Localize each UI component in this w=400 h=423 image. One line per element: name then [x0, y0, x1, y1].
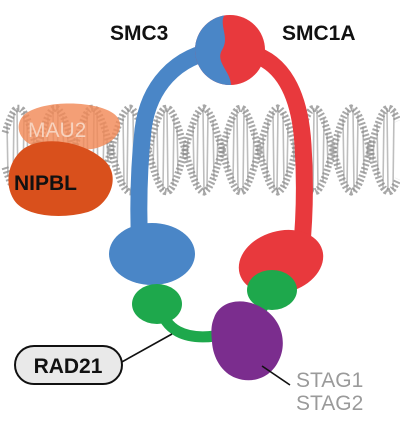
smc3-arm	[130, 41, 229, 264]
smc1a-label: SMC1A	[282, 22, 356, 45]
dna-base-pair	[392, 110, 395, 190]
dna-base-pair	[232, 116, 235, 184]
dna-base-pair	[6, 123, 9, 177]
dna-base-pair	[162, 109, 165, 191]
dna-base-pair	[266, 120, 269, 180]
dna-base-pair	[236, 108, 239, 192]
dna-base-pair	[366, 142, 369, 158]
dna-base-pair	[186, 139, 189, 161]
dna-base-pair	[276, 107, 279, 193]
dna-base-pair	[166, 108, 169, 192]
dna-base-pair	[246, 116, 249, 184]
dna-base-pair	[226, 129, 229, 171]
rad21-pointer-line	[119, 333, 173, 364]
dna-base-pair	[256, 146, 259, 154]
smc3-head	[109, 223, 195, 285]
dna-base-pair	[316, 109, 319, 191]
rad21-left-domain	[132, 284, 182, 324]
stag-pointer-line	[261, 365, 291, 386]
dna-base-pair	[346, 109, 349, 191]
mau2-shape	[18, 103, 121, 151]
dna-base-pair	[152, 132, 155, 168]
smc-hinge	[195, 15, 265, 85]
dna-base-pair	[216, 135, 219, 165]
dna-base-pair	[126, 108, 129, 192]
dna-base-pair	[356, 114, 359, 186]
dna-base-pair	[242, 108, 245, 192]
dna-base-pair	[222, 146, 225, 154]
dna-base-pair	[182, 142, 185, 158]
dna-base-pair	[386, 107, 389, 193]
dna-base-pair	[262, 135, 265, 165]
dna-base-pair	[382, 112, 385, 188]
dna-base-pair	[272, 110, 275, 190]
stag2-label: STAG2	[296, 392, 363, 415]
dna-base-pair	[196, 112, 199, 188]
dna-base-pair	[176, 126, 179, 174]
dna-base-pair	[372, 139, 375, 161]
smc1a-arm	[235, 43, 313, 264]
nipbl-label: NIPBL	[14, 172, 77, 195]
dna-base-pair	[352, 108, 355, 192]
dna-base-pair	[172, 114, 175, 186]
dna-base-pair	[312, 108, 315, 192]
stag1-label: STAG1	[296, 369, 363, 392]
nipbl-shape	[8, 141, 113, 216]
dna-base-pair	[156, 118, 159, 182]
dna-base-pair	[342, 118, 345, 182]
dna-base-pair	[206, 110, 209, 190]
dna-base-pair	[252, 129, 255, 171]
stag-shape	[211, 301, 283, 381]
dna-base-pair	[116, 126, 119, 174]
smc3-label: SMC3	[110, 22, 168, 45]
dna-base-pair	[122, 114, 125, 186]
dna-base-pair	[336, 132, 339, 168]
dna-base-pair	[112, 142, 115, 158]
dna-base-pair	[376, 123, 379, 177]
rad21-right-domain	[247, 270, 297, 310]
dna-base-pair	[192, 123, 195, 177]
dna-base-pair	[286, 123, 289, 177]
dna-base-pair	[292, 139, 295, 161]
dna-base-pair	[322, 118, 325, 182]
rad21-label-pill	[14, 345, 123, 385]
rad21-label: RAD21	[34, 355, 103, 378]
dna-base-pair	[326, 132, 329, 168]
mau2-label: MAU2	[28, 119, 86, 142]
dna-base-pair	[212, 120, 215, 180]
dna-base-pair	[362, 126, 365, 174]
dna-base-pair	[202, 107, 205, 193]
dna-base-pair	[282, 112, 285, 188]
